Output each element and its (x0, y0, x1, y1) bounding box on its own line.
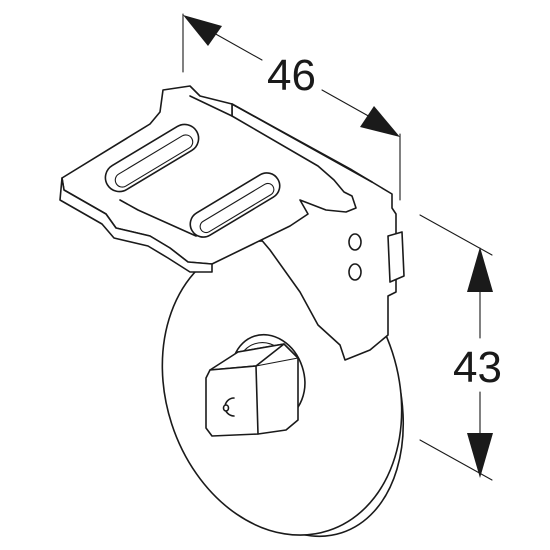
width-arrowhead-left (183, 15, 222, 46)
slot-upper-inner (114, 134, 194, 188)
spigot-square-front (205, 365, 259, 437)
height-extension-line-top (419, 214, 493, 256)
slot-lower-inner (199, 182, 275, 234)
height-dimension-label: 43 (453, 343, 502, 392)
height-arrowhead-bottom (467, 433, 493, 478)
slot-upper (104, 123, 200, 193)
bracket-rear-edge (189, 95, 233, 117)
height-dimension: 43 (419, 214, 502, 481)
height-arrowhead-top (467, 247, 493, 292)
drive-spigot (205, 333, 306, 437)
top-bracket (59, 85, 357, 273)
width-dimension: 46 (182, 13, 401, 201)
width-arrowhead-right (360, 106, 400, 137)
mounting-plate-edge-top (231, 103, 373, 183)
spigot-clip-dot (222, 404, 230, 412)
slot-upper-outer (104, 123, 200, 193)
plate-side-tab (387, 231, 405, 283)
width-dimension-label: 46 (267, 51, 316, 100)
plate-hole-lower (348, 263, 362, 281)
plate-hole-upper (348, 233, 362, 251)
bracket-front-lip (59, 177, 213, 273)
width-dimension-line-right (321, 89, 373, 119)
slot-lower (189, 172, 281, 238)
spigot-square-edge (255, 357, 299, 367)
